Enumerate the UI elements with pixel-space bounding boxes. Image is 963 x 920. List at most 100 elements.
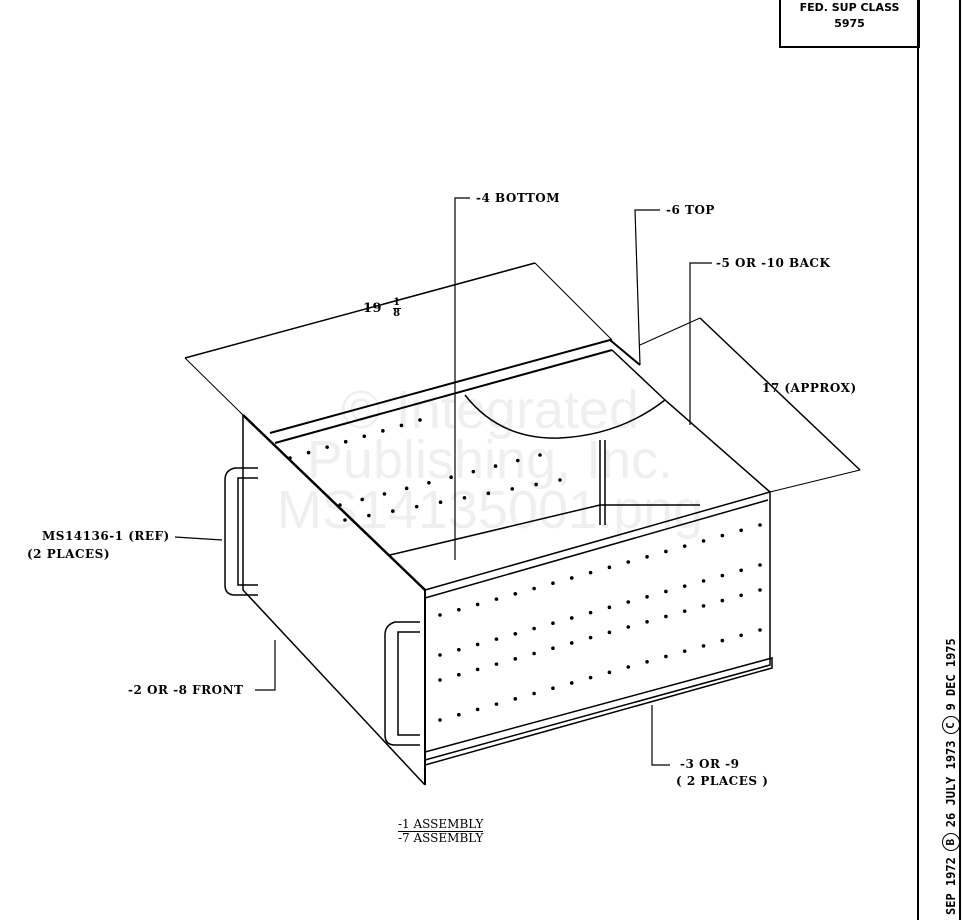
perforations [288,418,762,722]
front-leader [255,640,276,691]
perforation-hole [404,486,409,491]
watermark-line: MS14135001.png [276,480,704,540]
perforation-hole [569,681,574,685]
perforation-hole [682,649,687,653]
perforation-hole [682,584,687,588]
perforation-hole [532,586,536,591]
perforation-hole [588,675,593,680]
perforation-hole [288,456,292,460]
assembly-line: -7 ASSEMBLY [398,831,484,845]
perforation-hole [720,598,725,603]
perforation-hole [338,503,342,507]
perforation-hole [438,500,443,505]
perforation-hole [758,523,762,527]
perforation-hole [438,678,442,682]
perforation-hole [475,667,480,672]
watermark: © Integrated Publishing, Inc. MS14135001… [190,380,790,540]
perforation-hole [486,491,491,496]
perforation-hole [382,492,387,496]
front-panel [424,491,771,761]
perforation-hole [390,509,395,513]
width-dimension: 19 1 8 [363,298,401,319]
watermark-line: © Integrated [341,380,639,440]
perforation-hole [588,610,593,615]
perforation-hole [449,475,453,480]
perforation-hole [494,637,499,641]
perforation-hole [494,597,499,601]
depth-dimension-line [699,317,861,471]
perforation-hole [626,600,631,604]
perforation-hole [551,646,555,651]
bottom-callout: -4 BOTTOM [476,191,560,205]
perforation-hole [758,588,762,592]
perforation-hole [739,528,743,533]
bottom-edge [389,504,700,556]
revision-date: SEP 1972 [944,857,958,915]
revision-date: 26 JULY 1973 [944,740,958,828]
perforation-hole [457,672,461,677]
front-handle [384,621,420,746]
perforation-hole [645,594,649,599]
perforation-hole [325,445,329,449]
perforation-hole [438,653,442,657]
perforation-hole [343,439,348,444]
sides-places: ( 2 PLACES ) [676,774,769,788]
perforation-hole [664,614,668,619]
perforation-hole [457,712,461,717]
perforation-hole [720,533,725,538]
perforation-hole [720,638,725,643]
perforation-hole [551,686,555,691]
perforation-hole [418,418,422,422]
handle-places: (2 PLACES) [27,547,111,561]
perforation-hole [462,495,467,500]
perforation-hole [664,589,668,594]
left-side-panel [242,415,426,786]
back-callout: -5 OR -10 BACK [716,256,831,270]
perforation-hole [701,579,706,583]
perforation-hole [532,691,536,696]
perforation-hole [513,632,518,636]
perforation-hole [494,702,499,706]
depth-dimension: 17 (APPROX) [762,381,857,395]
perforation-hole [343,518,347,522]
top-cutaway-edge [464,394,666,439]
sides-callout: -3 OR -9 [680,757,740,771]
perforation-hole [532,626,536,631]
perforation-hole [558,478,562,482]
perforation-hole [399,423,404,428]
perforation-hole [720,573,725,578]
perforation-hole [682,544,687,548]
perforation-hole [457,607,461,612]
perforation-hole [493,464,498,468]
fed-sup-class-block: FED. SUP CLASS 5975 [779,0,920,48]
width-dimension-line [184,262,536,359]
perforation-hole [551,581,555,586]
perforation-hole [607,605,612,610]
assembly-label: -1 ASSEMBLY -7 ASSEMBLY [398,818,484,845]
revision-letter: C [942,716,960,735]
perforation-hole [306,450,311,455]
perforation-hole [739,593,743,598]
perforation-hole [701,539,706,543]
perforation-hole [701,644,706,648]
perforation-hole [569,576,574,580]
perforation-hole [534,482,538,487]
width-dim-numerator: 1 [393,297,401,309]
perforation-hole [438,718,442,722]
perforation-hole [588,570,593,575]
left-handle [224,467,258,596]
left-top-edge [242,414,426,591]
handle-leader [174,536,223,541]
bottom-leader [454,197,470,560]
perforation-hole [513,657,518,661]
perforation-hole [664,654,668,659]
perforation-hole [739,633,743,638]
perforation-hole [607,670,612,675]
perforation-hole [471,469,476,474]
perforation-hole [475,602,480,607]
sides-leader [651,705,670,766]
right-top-edge [611,349,771,493]
perforation-hole [475,642,480,647]
width-dim-denominator: 8 [393,308,401,319]
